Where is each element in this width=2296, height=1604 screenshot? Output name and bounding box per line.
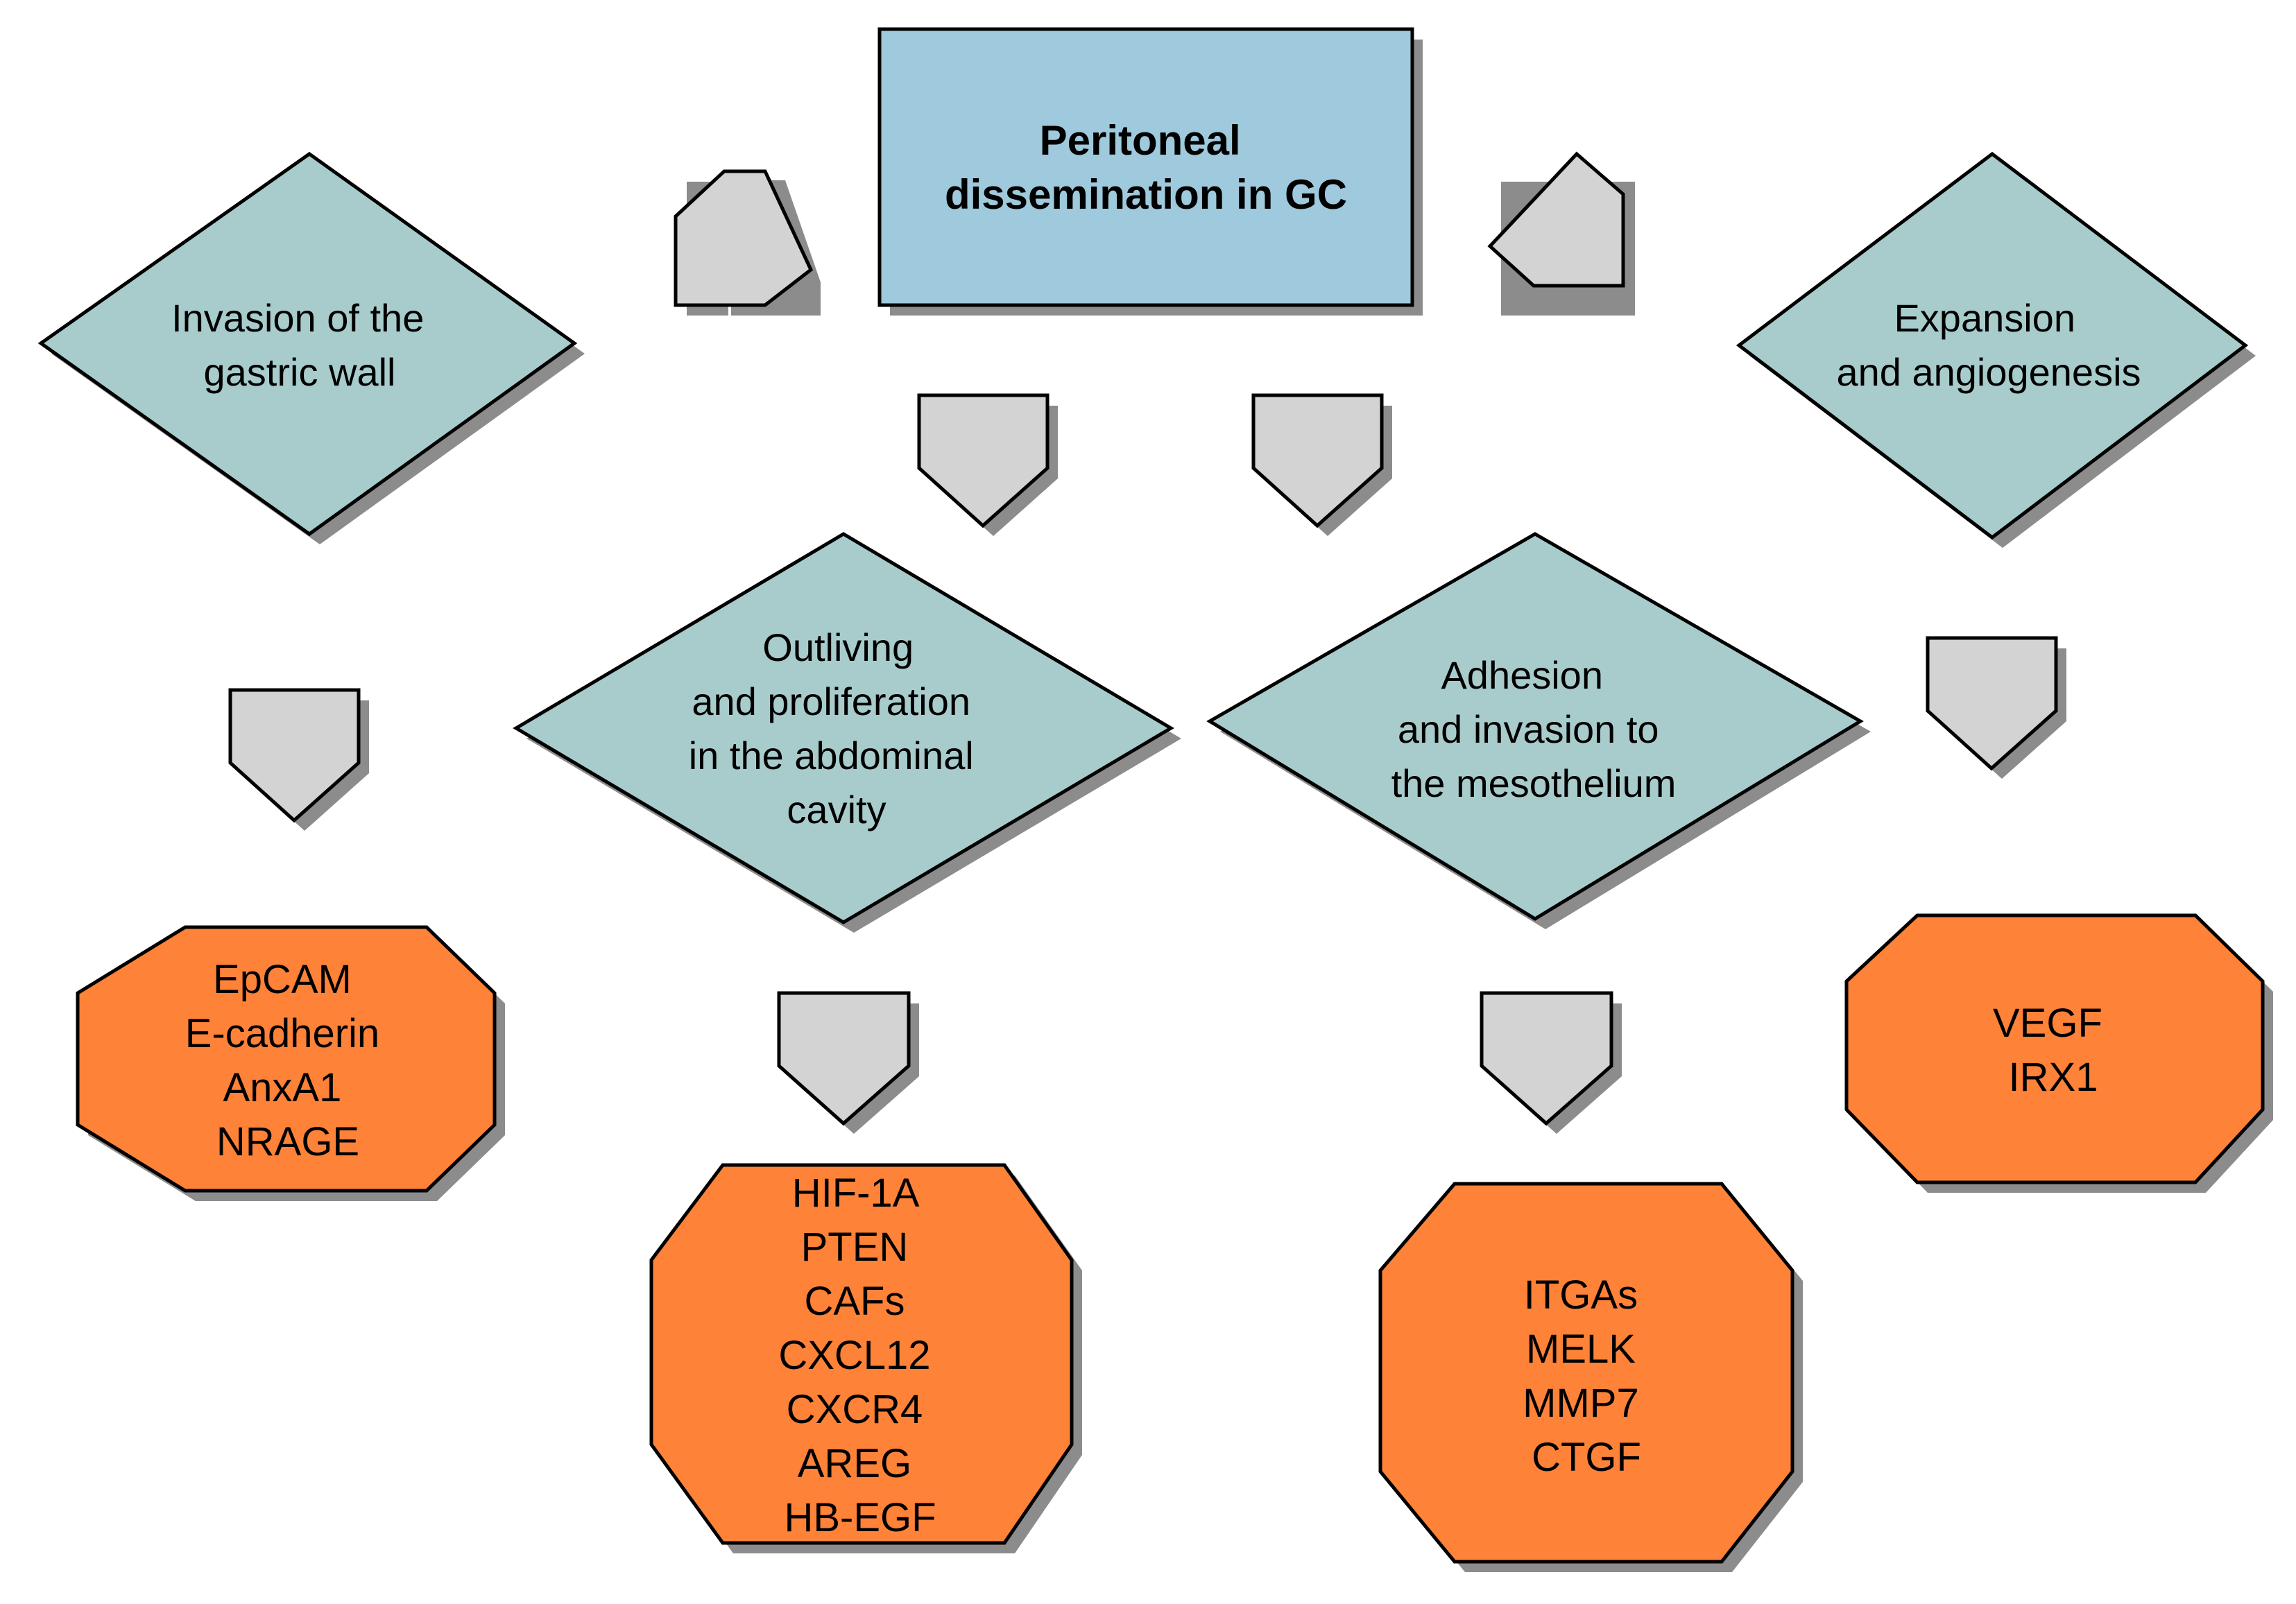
arrow-down-invasion	[228, 688, 369, 831]
stage-adhesion: Adhesion and invasion to the mesothelium	[1206, 532, 1871, 929]
factor-line: NRAGE	[216, 1119, 359, 1164]
arrow-down-adhesion	[1251, 393, 1392, 536]
arrow-to-title-left	[674, 169, 821, 316]
factor-line: HIF-1A	[792, 1171, 920, 1216]
arrow-down-outliving	[917, 393, 1058, 536]
arrow-down-outliving-factors	[777, 991, 919, 1134]
factors-outliving-text: HIF-1A PTEN CAFs CXCL12 CXCR4 AREG HB-EG…	[778, 1171, 941, 1540]
factors-outliving: HIF-1A PTEN CAFs CXCL12 CXCR4 AREG HB-EG…	[649, 1163, 1082, 1553]
stage-line: and angiogenesis	[1836, 350, 2141, 394]
stage-line: Invasion of the	[171, 296, 424, 340]
factor-line: CAFs	[804, 1279, 905, 1324]
arrow-down-expansion	[1926, 636, 2066, 779]
stage-invasion: Invasion of the gastric wall	[37, 151, 585, 544]
factor-line: MELK	[1526, 1327, 1636, 1372]
stage-line: and proliferation	[692, 680, 970, 723]
stage-expansion-text: Expansion and angiogenesis	[1836, 296, 2141, 394]
stage-line: gastric wall	[204, 350, 396, 394]
stage-invasion-text: Invasion of the gastric wall	[171, 296, 435, 394]
factors-invasion-text: EpCAM E-cadherin AnxA1 NRAGE	[185, 957, 391, 1164]
stage-adhesion-text: Adhesion and invasion to the mesothelium	[1391, 653, 1677, 805]
factor-line: CXCR4	[787, 1387, 923, 1432]
title-line: dissemination in GC	[945, 171, 1347, 218]
stage-outliving: Outliving and proliferation in the abdom…	[513, 532, 1181, 933]
factor-line: AREG	[798, 1441, 911, 1486]
stage-line: cavity	[787, 788, 886, 831]
factors-expansion-text: VEGF IRX1	[1993, 1001, 2114, 1100]
stage-expansion: Expansion and angiogenesis	[1736, 151, 2256, 548]
factor-line: EpCAM	[213, 957, 352, 1002]
title-line: Peritoneal	[1040, 117, 1241, 164]
arrow-to-title-right	[1487, 151, 1635, 316]
factors-expansion: VEGF IRX1	[1844, 913, 2273, 1193]
stage-line: Adhesion	[1441, 653, 1603, 697]
factor-line: MMP7	[1523, 1381, 1639, 1426]
factor-line: ITGAs	[1524, 1273, 1638, 1318]
factor-line: VEGF	[1993, 1001, 2102, 1046]
factor-line: PTEN	[801, 1225, 909, 1270]
stage-line: and invasion to	[1398, 707, 1659, 751]
stage-outliving-text: Outliving and proliferation in the abdom…	[689, 626, 985, 831]
stage-line: Outliving	[762, 626, 914, 669]
factors-invasion: EpCAM E-cadherin AnxA1 NRAGE	[76, 925, 505, 1201]
factor-line: AnxA1	[223, 1065, 341, 1110]
stage-line: Expansion	[1894, 296, 2075, 340]
title-box: Peritoneal dissemination in GC	[877, 27, 1423, 316]
arrow-down-adhesion-factors	[1480, 991, 1622, 1134]
title-box-shape	[877, 27, 1414, 307]
factor-line: IRX1	[2009, 1055, 2098, 1100]
stage-line: the mesothelium	[1391, 761, 1677, 805]
stage-line: in the abdominal	[689, 734, 974, 777]
factor-line: HB-EGF	[784, 1495, 936, 1540]
title-text: Peritoneal dissemination in GC	[945, 117, 1347, 218]
factors-adhesion-text: ITGAs MELK MMP7 CTGF	[1523, 1273, 1650, 1480]
factors-adhesion: ITGAs MELK MMP7 CTGF	[1378, 1182, 1803, 1572]
factor-line: CTGF	[1532, 1435, 1641, 1480]
factor-line: E-cadherin	[185, 1011, 379, 1056]
factor-line: CXCL12	[778, 1333, 930, 1378]
